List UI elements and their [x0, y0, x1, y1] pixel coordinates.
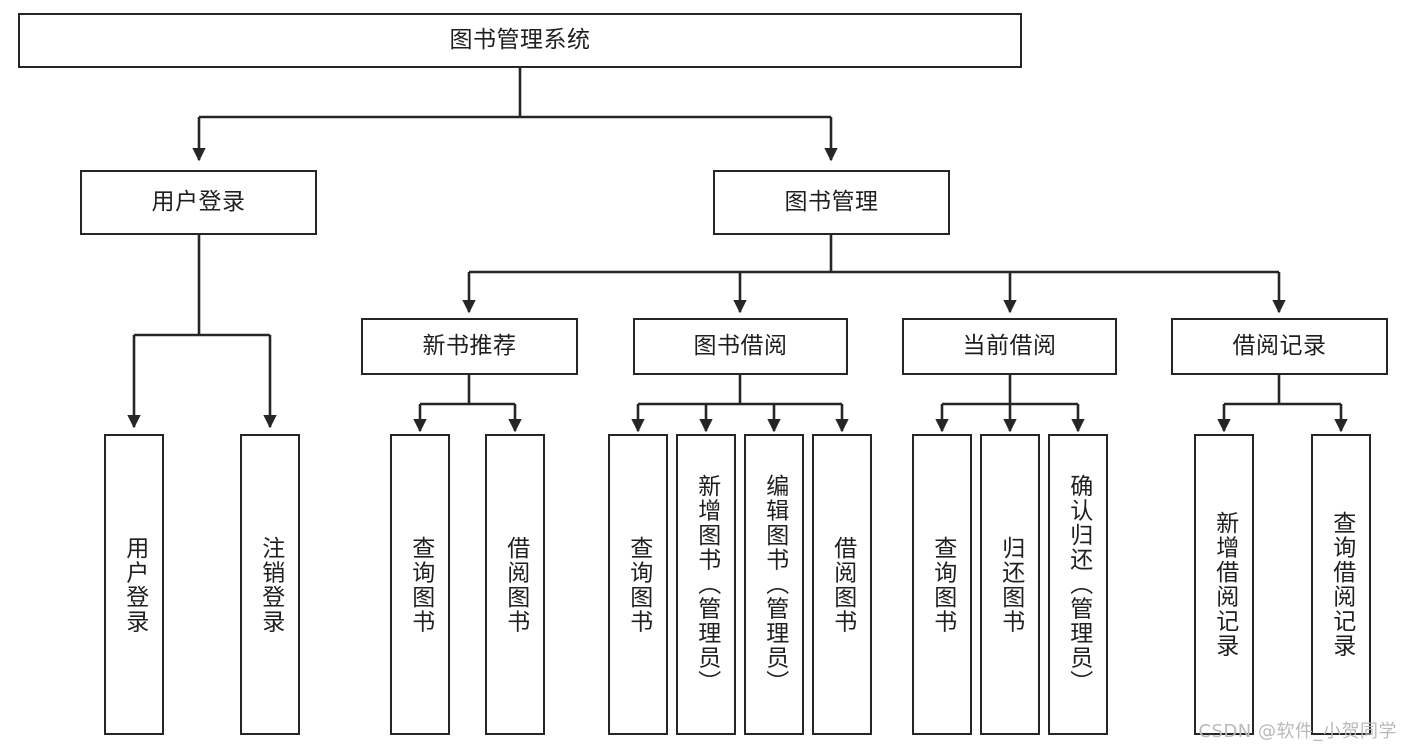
leaf-user-login-login[interactable]: 用户登录	[104, 434, 164, 735]
node-label: 图书管理	[784, 189, 879, 216]
node-label: 确认归还（管理员）	[1065, 474, 1092, 695]
node-label: 注销登录	[257, 535, 284, 634]
node-label: 新增图书（管理员）	[693, 474, 720, 695]
node-label: 查询图书	[929, 535, 956, 634]
node-label: 编辑图书（管理员）	[761, 474, 788, 695]
node-label: 借阅图书	[502, 535, 529, 634]
node-label: 新增借阅记录	[1211, 511, 1238, 658]
leaf-new-book-borrow-book[interactable]: 借阅图书	[485, 434, 545, 735]
node-label: 借阅记录	[1232, 333, 1327, 360]
node-book-borrow[interactable]: 图书借阅	[633, 318, 848, 375]
node-label: 图书借阅	[693, 333, 788, 360]
watermark: CSDN @软件_小贺同学	[1198, 721, 1397, 742]
node-label: 借阅图书	[829, 535, 856, 634]
node-label: 图书管理系统	[449, 27, 591, 54]
node-label: 查询图书	[407, 535, 434, 634]
node-borrow-record[interactable]: 借阅记录	[1171, 318, 1388, 375]
node-new-book-recommend[interactable]: 新书推荐	[361, 318, 578, 375]
leaf-new-book-query-book[interactable]: 查询图书	[390, 434, 450, 735]
leaf-current-borrow-query-book[interactable]: 查询图书	[912, 434, 972, 735]
node-label: 用户登录	[121, 535, 148, 634]
node-label: 归还图书	[997, 535, 1024, 634]
leaf-book-borrow-query-book[interactable]: 查询图书	[608, 434, 668, 735]
node-root-book-management-system[interactable]: 图书管理系统	[18, 13, 1022, 68]
leaf-book-borrow-edit-book-admin[interactable]: 编辑图书（管理员）	[744, 434, 804, 735]
node-label: 新书推荐	[422, 333, 517, 360]
leaf-borrow-record-add-record[interactable]: 新增借阅记录	[1194, 434, 1254, 735]
node-label: 查询借阅记录	[1328, 511, 1355, 658]
node-book-management[interactable]: 图书管理	[713, 170, 950, 235]
leaf-book-borrow-borrow-book[interactable]: 借阅图书	[812, 434, 872, 735]
leaf-book-borrow-add-book-admin[interactable]: 新增图书（管理员）	[676, 434, 736, 735]
node-label: 当前借阅	[962, 333, 1057, 360]
leaf-user-login-logout[interactable]: 注销登录	[240, 434, 300, 735]
node-current-borrow[interactable]: 当前借阅	[902, 318, 1117, 375]
leaf-borrow-record-query-record[interactable]: 查询借阅记录	[1311, 434, 1371, 735]
node-label: 查询图书	[625, 535, 652, 634]
leaf-current-borrow-return-book[interactable]: 归还图书	[980, 434, 1040, 735]
node-label: 用户登录	[151, 189, 246, 216]
leaf-current-borrow-confirm-return-admin[interactable]: 确认归还（管理员）	[1048, 434, 1108, 735]
node-user-login[interactable]: 用户登录	[80, 170, 317, 235]
